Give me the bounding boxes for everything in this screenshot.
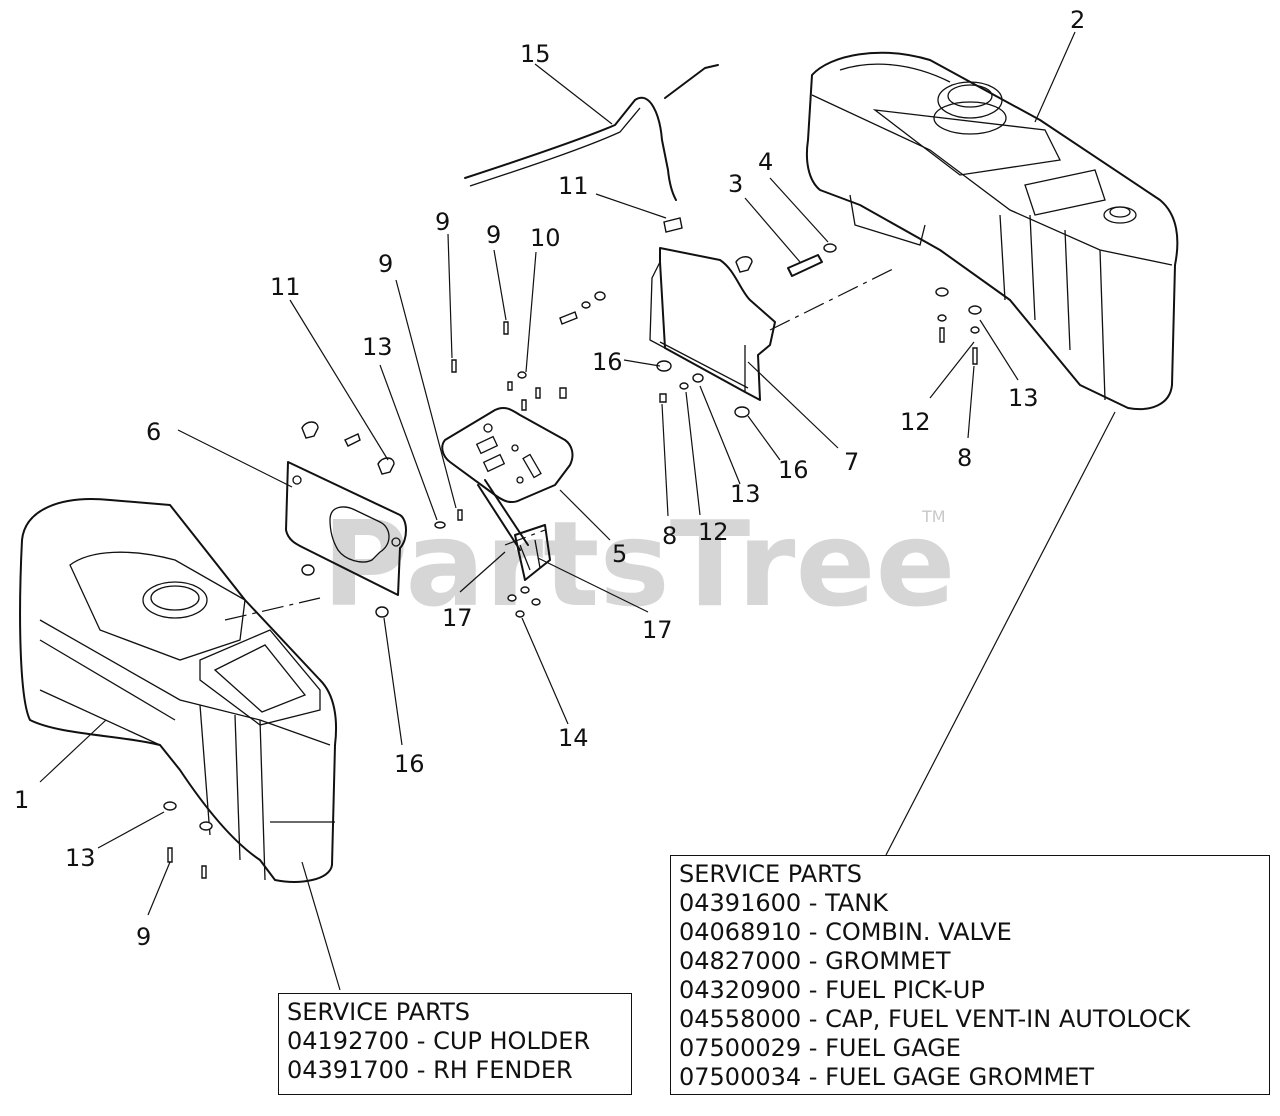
callout-11-left: 11: [270, 273, 301, 301]
fuel-line: [464, 64, 719, 201]
callout-3: 3: [728, 170, 743, 198]
callout-16-a: 16: [592, 348, 623, 376]
callout-numbers: 15 2 3 4 11 9 9 10 9 11 13 6 16 7 16 13 …: [14, 6, 1085, 951]
callout-14: 14: [558, 724, 589, 752]
callout-8-a: 8: [662, 522, 677, 550]
service-parts-title: SERVICE PARTS: [679, 860, 862, 888]
callout-16-c: 16: [394, 750, 425, 778]
service-part-item: 04320900 - FUEL PICK-UP: [679, 976, 985, 1004]
service-parts-title: SERVICE PARTS: [287, 998, 470, 1026]
mounting-bracket: [649, 247, 776, 401]
callout-1: 1: [14, 786, 29, 814]
watermark-text: PartsTree: [322, 495, 956, 633]
fuel-pickup-assembly: [477, 479, 551, 581]
service-part-item: 07500029 - FUEL GAGE: [679, 1034, 961, 1062]
small-hardware: [163, 217, 982, 879]
callout-7: 7: [844, 448, 859, 476]
service-part-item: 04558000 - CAP, FUEL VENT-IN AUTOLOCK: [679, 1005, 1191, 1033]
callout-4: 4: [758, 148, 773, 176]
callout-11-top: 11: [558, 172, 589, 200]
fuel-tank-right: [805, 51, 1179, 410]
callout-13-b: 13: [730, 480, 761, 508]
callout-6: 6: [146, 418, 161, 446]
leader-lines: [39, 31, 1116, 991]
callout-9-b: 9: [486, 221, 501, 249]
callout-17-a: 17: [442, 604, 473, 632]
callout-2: 2: [1070, 6, 1085, 34]
callout-17-b: 17: [642, 616, 673, 644]
service-part-item: 04391600 - TANK: [679, 889, 888, 917]
callout-13-c: 13: [65, 844, 96, 872]
service-parts-left: SERVICE PARTS 04192700 - CUP HOLDER 0439…: [278, 993, 632, 1095]
callout-16-b: 16: [778, 456, 809, 484]
valve-plate: [441, 406, 574, 504]
fender-left: [19, 498, 338, 883]
service-part-item: 04391700 - RH FENDER: [287, 1056, 573, 1084]
service-part-item: 07500034 - FUEL GAGE GROMMET: [679, 1063, 1094, 1091]
callout-5: 5: [612, 540, 627, 568]
callout-12-a: 12: [698, 518, 729, 546]
callout-9-c: 9: [378, 250, 393, 278]
service-part-item: 04068910 - COMBIN. VALVE: [679, 918, 1012, 946]
callout-12-b: 12: [900, 408, 931, 436]
service-parts-right: SERVICE PARTS 04391600 - TANK 04068910 -…: [670, 855, 1270, 1095]
service-part-item: 04827000 - GROMMET: [679, 947, 951, 975]
callout-13-a: 13: [362, 333, 393, 361]
watermark-trademark: TM: [921, 507, 946, 526]
callout-8-b: 8: [957, 444, 972, 472]
assembly-centerlines: [224, 267, 896, 621]
callout-13-d: 13: [1008, 384, 1039, 412]
callout-10: 10: [530, 224, 561, 252]
cup-holder-plate: [285, 461, 407, 596]
service-part-item: 04192700 - CUP HOLDER: [287, 1027, 591, 1055]
callout-9-d: 9: [136, 923, 151, 951]
callout-15: 15: [520, 40, 551, 68]
callout-9-a: 9: [435, 208, 450, 236]
